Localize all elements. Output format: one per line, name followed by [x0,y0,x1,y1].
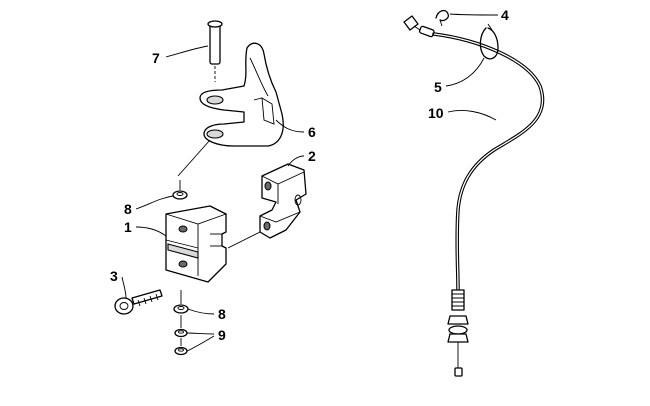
washer-part-8-bottom [173,290,189,314]
callout-10: 10 [428,105,444,121]
callout-8-bottom: 8 [218,306,226,322]
lock-washers-part-9 [174,315,188,356]
throttle-cable-part-10 [403,15,545,377]
callout-9: 9 [218,327,226,343]
cable-tie-part-5 [479,23,499,60]
callout-7: 7 [152,50,160,66]
clip-part-4 [435,9,450,27]
callout-8-top: 8 [124,201,132,217]
callout-4: 4 [501,7,509,23]
bolt-part-3 [114,289,163,315]
callout-5: 5 [434,79,442,95]
clamp-part-2 [259,163,307,239]
callout-6: 6 [308,124,316,140]
pin-part-7 [207,20,223,82]
callout-3: 3 [110,268,118,284]
mounting-block-part-1 [165,205,227,283]
throttle-lever-part-6 [199,42,284,147]
callout-labels: 7 6 2 8 1 3 8 9 4 5 10 [110,7,509,343]
washer-part-8-top [172,180,188,200]
callout-1: 1 [124,219,132,235]
leader-lines [121,13,499,352]
callout-2: 2 [308,148,316,164]
